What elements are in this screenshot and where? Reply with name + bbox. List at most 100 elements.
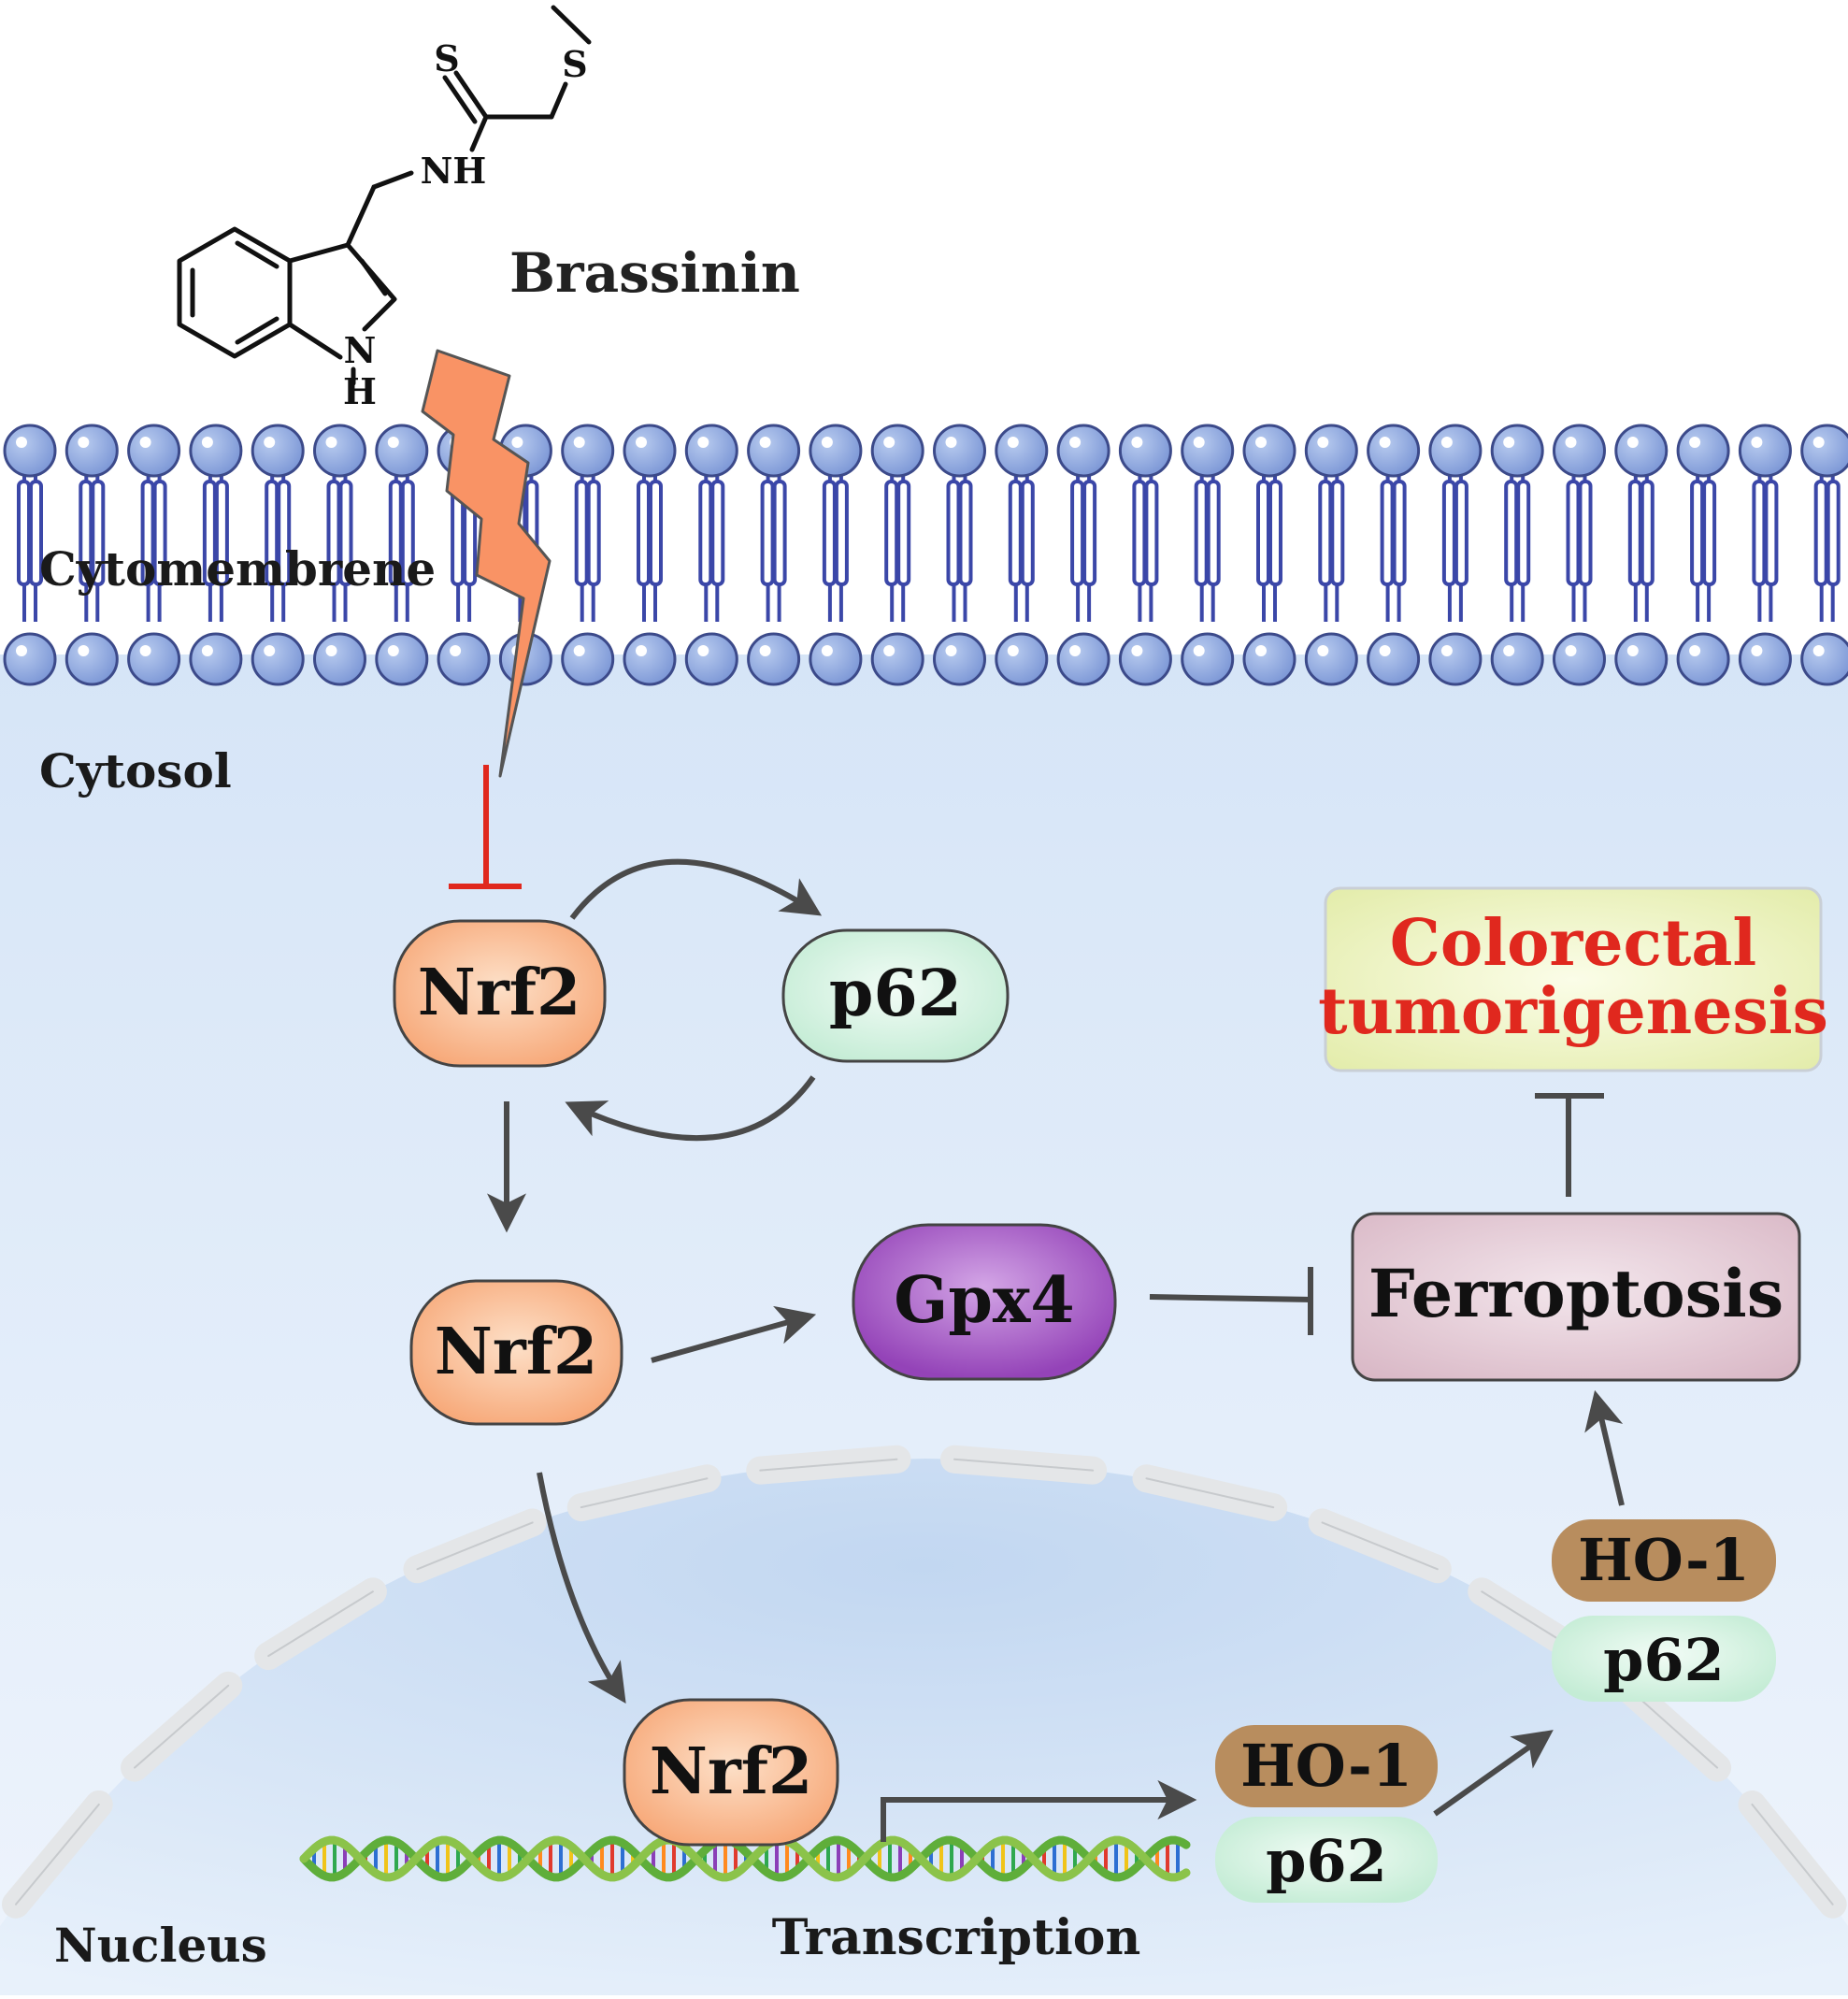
node-ho1-right — [1552, 1519, 1776, 1602]
node-p62-top — [781, 928, 1010, 1063]
lipid-head-inner-highlight — [1565, 645, 1577, 656]
lipid-head-inner-highlight — [325, 645, 337, 656]
lipid-head-inner-highlight — [1255, 645, 1267, 656]
lipid-head-inner-highlight — [1317, 645, 1329, 656]
lipid-head-outer — [623, 424, 677, 478]
lipid-tails — [1070, 467, 1097, 622]
nuclear-envelope-segment-edge — [134, 1684, 230, 1769]
arrow-nrf2-to-p62 — [569, 858, 823, 920]
lightning-bolt-icon — [421, 349, 552, 778]
lipid-head-outer — [1181, 424, 1235, 478]
lipid-tails — [79, 467, 106, 622]
lipid-head-outer-highlight — [1751, 437, 1763, 448]
lipid-head-inner — [747, 632, 801, 686]
lipid-head-inner-highlight — [697, 645, 709, 656]
lipid-head-outer — [313, 424, 366, 478]
lipid-head-outer-highlight — [387, 437, 399, 448]
arrow-p62-to-nrf2 — [565, 1075, 816, 1142]
nuclear-envelope-segment-edge — [759, 1458, 898, 1472]
arrow-ho1-export — [1433, 1730, 1554, 1817]
lipid-head-inner-highlight — [1069, 645, 1082, 656]
lipid-tails — [1504, 467, 1531, 622]
lipid-head-inner — [933, 632, 986, 686]
lipid-tails — [1627, 467, 1655, 622]
lipid-head-inner-highlight — [1812, 645, 1825, 656]
lipid-head-outer-highlight — [759, 437, 771, 448]
lipid-head-outer-highlight — [16, 437, 27, 448]
lipid-head-outer — [561, 424, 615, 478]
lipid-tails — [946, 467, 973, 622]
lipid-head-inner-highlight — [1193, 645, 1205, 656]
lipid-head-inner-highlight — [1503, 645, 1515, 656]
node-p62-nucleus — [1215, 1817, 1438, 1903]
outcome-box — [1324, 886, 1823, 1072]
lipid-head-outer — [1428, 424, 1483, 478]
node-p62-right — [1552, 1616, 1776, 1702]
lipid-head-outer-highlight — [78, 437, 90, 448]
lipid-head-inner — [251, 632, 305, 686]
lipid-head-outer — [1676, 424, 1730, 478]
lipid-head-inner — [1181, 632, 1235, 686]
lipid-head-outer — [1800, 424, 1848, 478]
lipid-head-inner — [1304, 632, 1358, 686]
node-ho1-right-label: HO-1 — [1578, 1526, 1750, 1594]
lipid-head-inner-highlight — [883, 645, 895, 656]
atom-s-thione: S — [434, 37, 459, 79]
lipid-head-inner — [809, 632, 863, 686]
nuclear-envelope-segment-edge — [1751, 1803, 1834, 1906]
lipid-head-inner — [1490, 632, 1544, 686]
lipid-head-inner — [1428, 632, 1483, 686]
arrow-nrf2-to-gpx4 — [651, 1305, 817, 1363]
arrow-transcription — [881, 1780, 1197, 1842]
lipid-head-outer — [1242, 424, 1296, 478]
node-p62-top-label: p62 — [829, 956, 962, 1031]
lipid-head-inner — [1800, 632, 1848, 686]
inhibition-ferroptosis-outcome — [1535, 1093, 1604, 1197]
lipid-head-outer-highlight — [1503, 437, 1515, 448]
lipid-head-inner — [1367, 632, 1421, 686]
lipid-head-outer — [1367, 424, 1421, 478]
lipid-head-inner-highlight — [78, 645, 90, 656]
nuclear-envelope-segment-edge — [580, 1477, 709, 1509]
lipid-head-inner-highlight — [264, 645, 276, 656]
lipid-head-outer — [870, 424, 924, 478]
lipid-head-inner-highlight — [573, 645, 585, 656]
lipid-head-inner — [684, 632, 738, 686]
nuclear-envelope-segment-edge — [14, 1803, 100, 1906]
lipid-tails — [822, 467, 849, 622]
molecule-name: Brassinin — [509, 241, 800, 305]
outcome-line2: tumorigenesis — [1318, 974, 1828, 1049]
lipid-head-inner-highlight — [821, 645, 833, 656]
lipid-tails — [1752, 467, 1779, 622]
lipid-head-inner — [561, 632, 615, 686]
outcome-line1: Colorectal — [1390, 906, 1756, 981]
lipid-head-inner — [313, 632, 366, 686]
lipid-head-outer — [747, 424, 801, 478]
lipid-tails — [1256, 467, 1282, 622]
lipid-head-outer-highlight — [1193, 437, 1205, 448]
lipid-head-outer — [1738, 424, 1792, 478]
node-nrf2-top — [393, 919, 607, 1068]
lipid-head-outer-highlight — [1689, 437, 1701, 448]
lipid-head-outer-highlight — [1131, 437, 1143, 448]
inhibition-gpx4-ferroptosis — [1149, 1267, 1313, 1335]
lipid-head-outer — [251, 424, 305, 478]
nuclear-envelope-segment-edge — [953, 1458, 1095, 1472]
inhibition-brassinin-nrf2 — [449, 765, 522, 889]
nuclear-envelope-segment-edge — [416, 1521, 534, 1571]
node-p62-nucleus-label: p62 — [1266, 1827, 1387, 1895]
lipid-head-outer-highlight — [139, 437, 151, 448]
lipid-head-inner — [1553, 632, 1606, 686]
node-nrf2-mid — [409, 1279, 623, 1426]
lipid-head-outer-highlight — [573, 437, 585, 448]
lipid-head-outer — [995, 424, 1049, 478]
lipid-head-outer-highlight — [1379, 437, 1391, 448]
lipid-head-outer-highlight — [325, 437, 337, 448]
lipid-tails — [1194, 467, 1221, 622]
lipid-tails — [760, 467, 787, 622]
lipid-tails — [265, 467, 292, 622]
lipid-head-inner — [1118, 632, 1172, 686]
lipid-tails — [1380, 467, 1407, 622]
